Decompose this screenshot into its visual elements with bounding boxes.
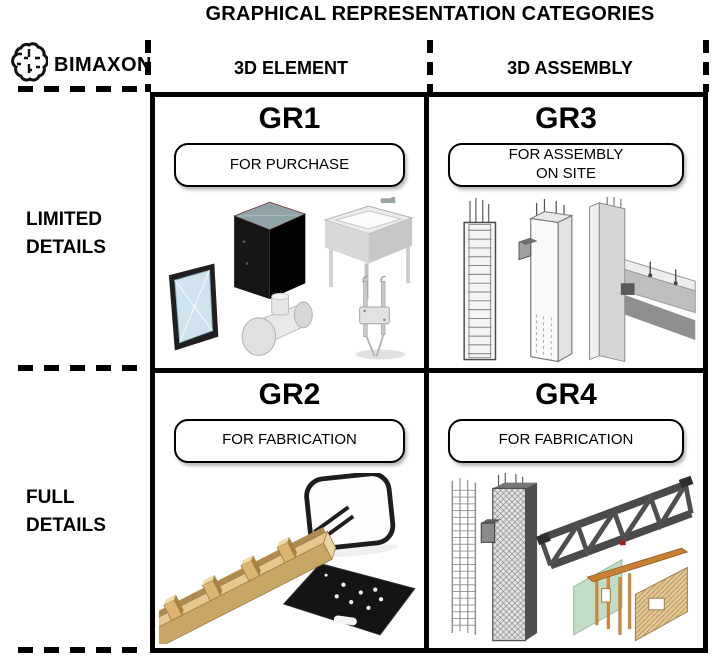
gr4-tag-box: FOR FABRICATION <box>448 418 684 463</box>
beam-column-joint-3d-image <box>589 197 696 363</box>
header-dashed-divider-left <box>145 40 151 92</box>
cell-gr2: GR2 FOR FABRICATION <box>155 372 429 648</box>
steel-truss-3d-image <box>536 475 694 569</box>
steel-base-plate-3d-image <box>282 562 416 635</box>
column-header-3d-element: 3D ELEMENT <box>233 58 348 78</box>
bimaxon-logo: BIMAXON <box>8 40 152 91</box>
timber-beam-3d-image <box>159 526 337 644</box>
black-cabinet-3d-image <box>233 201 307 300</box>
header-dashed-divider-middle <box>427 40 433 92</box>
timber-wall-assembly-3d-image <box>573 547 689 641</box>
valve-fitting-3d-image <box>241 292 313 356</box>
gr4-illustration <box>433 472 699 645</box>
tube-frame-3d-image <box>304 472 400 557</box>
sink-3d-image <box>323 197 414 300</box>
reinforced-column-3d-image <box>463 197 497 361</box>
bottom-dashed-guide <box>18 647 148 653</box>
page-title: GRAPHICAL REPRESENTATION CATEGORIES <box>205 3 655 25</box>
cell-gr4: GR4 FOR FABRICATION <box>429 372 703 648</box>
row1-dashed-guide <box>18 86 148 92</box>
detailed-column-3d-image <box>480 472 538 641</box>
fixture-carrier-3d-image <box>355 275 406 360</box>
row2-dashed-guide <box>18 365 148 371</box>
rebar-cage-3d-image <box>451 477 477 635</box>
gr2-title: GR2 <box>258 377 321 411</box>
gr1-tag-box: FOR PURCHASE <box>173 143 406 187</box>
row-label-limited-details: LIMITED DETAILS <box>26 209 106 258</box>
column-header-3d-assembly: 3D ASSEMBLY <box>507 58 633 78</box>
logo-brand-text: BIMAXON <box>54 54 152 76</box>
cell-gr1: GR1 FOR PURCHASE <box>155 97 429 373</box>
category-matrix: GR1 FOR PURCHASE <box>150 92 708 653</box>
gr3-illustration <box>433 197 699 364</box>
window-3d-image <box>168 263 219 351</box>
gr2-illustration <box>159 472 420 644</box>
gr3-title: GR3 <box>535 102 597 135</box>
gr1-title: GR1 <box>258 102 321 135</box>
row-label-full-details: FULL DETAILS <box>26 487 106 536</box>
cell-gr3: GR3 FOR ASSEMBLY ON SITE <box>429 97 703 373</box>
precast-column-3d-image <box>518 198 574 363</box>
gr3-tag-box: FOR ASSEMBLY ON SITE <box>448 143 684 187</box>
gr1-illustration <box>159 197 420 364</box>
gr2-tag-box: FOR FABRICATION <box>173 418 406 463</box>
gr4-title: GR4 <box>535 377 597 411</box>
brain-logo-icon <box>8 40 49 91</box>
header-dashed-divider-right <box>703 40 709 92</box>
